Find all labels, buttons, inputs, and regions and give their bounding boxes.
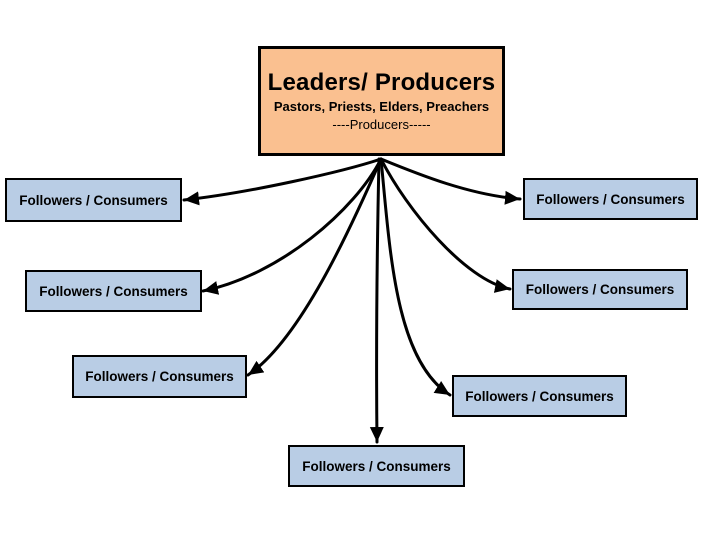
leaders-producers-box: Leaders/ Producers Pastors, Priests, Eld… [258,46,505,156]
follower-box-middle-left: Followers / Consumers [25,270,202,312]
follower-box-lower-left: Followers / Consumers [72,355,247,398]
arrow-to-follower-middle-left [201,157,383,295]
follower-box-bottom-center: Followers / Consumers [288,445,465,487]
arrow-to-follower-bottom-center [369,157,384,444]
follower-box-top-right: Followers / Consumers [523,178,698,220]
follower-label: Followers / Consumers [85,369,234,384]
arrow-to-follower-top-left [182,157,383,206]
follower-label: Followers / Consumers [525,282,675,297]
follower-box-top-left: Followers / Consumers [5,178,182,222]
follower-box-middle-right: Followers / Consumers [512,269,688,310]
follower-box-lower-right: Followers / Consumers [452,375,627,417]
arrow-to-follower-lower-right [379,157,452,397]
root-subtitle: Pastors, Priests, Elders, Preachers [273,98,490,114]
follower-label: Followers / Consumers [465,388,614,404]
arrow-to-follower-top-right [379,157,522,205]
follower-label: Followers / Consumers [19,192,168,208]
follower-label: Followers / Consumers [39,283,188,299]
arrow-to-follower-lower-left [246,157,383,377]
follower-label: Followers / Consumers [536,191,685,207]
root-title: Leaders/ Producers [267,69,496,97]
follower-label: Followers / Consumers [302,458,451,474]
root-note: ----Producers----- [332,116,431,132]
arrow-to-follower-middle-right [379,157,512,293]
